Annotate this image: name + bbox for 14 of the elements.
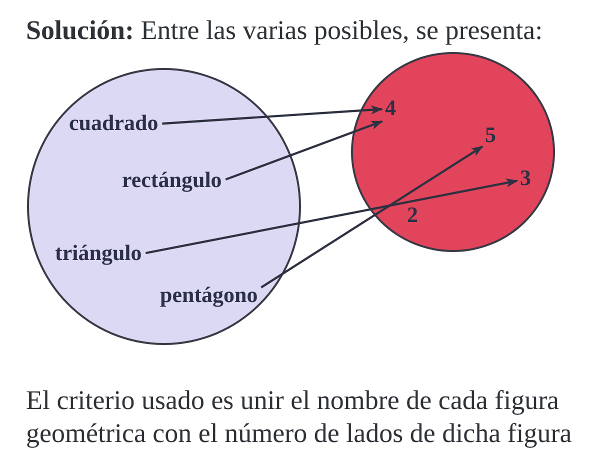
figure-name: triángulo [55,240,142,266]
arrow [225,120,384,181]
side-count-number: 5 [485,122,496,148]
side-count-number: 4 [385,95,396,120]
figure-name: rectángulo [122,167,222,192]
arrow [162,105,383,125]
caption-text: El criterio usado es unir el nombre de cada figura geométrica con el número de lados de dicha figura [26,384,573,450]
figure-name: pentágono [160,282,258,308]
side-count-number: 3 [520,165,531,190]
arrow [260,145,484,288]
figure-name: cuadrado [69,110,158,136]
arrow [146,178,518,254]
title-text: Solución: Entre las varias posibles, se presenta: [26,15,543,46]
side-count-number: 2 [407,202,418,228]
